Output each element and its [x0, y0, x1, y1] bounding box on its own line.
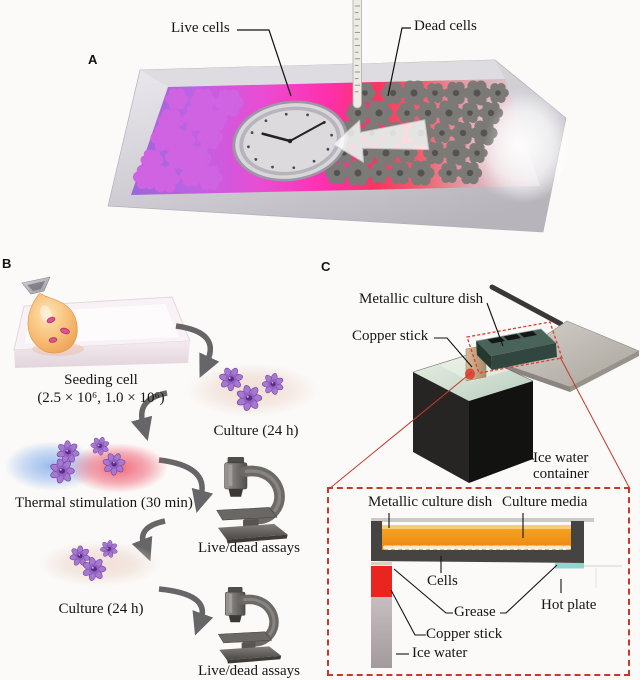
panel-a-pointer-lines	[237, 27, 411, 97]
metallic-culture-dish-3d	[475, 328, 557, 370]
workflow-illustration	[4, 276, 318, 664]
ice-water-container-label: Ice water container	[533, 450, 589, 482]
cells-layer	[383, 545, 571, 550]
clock-icon	[232, 100, 348, 182]
inset-pointer-lines	[388, 513, 562, 655]
hot-plate-surface	[555, 563, 584, 569]
dead-cells-label: Dead cells	[414, 18, 477, 34]
panel-c-label: C	[321, 259, 331, 274]
tray-back-rim	[140, 60, 505, 87]
highlight-box	[466, 321, 563, 374]
dish-lid-strip	[371, 518, 594, 522]
seeding-dish	[13, 296, 191, 368]
inset-border	[327, 487, 630, 676]
inset-culture-media-label: Culture media	[502, 494, 588, 510]
flow-arrow	[158, 586, 214, 636]
seeding-counts-label: (2.5 × 10⁶, 1.0 × 10⁶)	[37, 390, 165, 406]
flow-arrow	[131, 518, 166, 562]
cultured-cells	[186, 363, 318, 417]
hot-plate-handle	[489, 284, 564, 327]
cross-section-inset	[371, 513, 622, 668]
live-cells-label: Live cells	[171, 20, 230, 36]
inset-ice-water-label: Ice water	[412, 645, 468, 661]
flow-arrows	[130, 323, 220, 636]
grease-layer	[371, 562, 392, 566]
panel-c-pointer-lines	[434, 302, 534, 460]
inset-grease-label: Grease	[454, 604, 496, 620]
copper-stick-label: Copper stick	[352, 328, 429, 344]
thermometer-icon	[352, 0, 362, 109]
microscope-icon	[217, 457, 288, 543]
inset-connector-right	[559, 356, 631, 490]
microscope-icon	[218, 587, 281, 664]
dropper-icon	[21, 276, 78, 354]
inset-metallic-dish-label: Metallic culture dish	[368, 494, 493, 510]
flow-arrow	[158, 457, 214, 514]
flow-arrow	[175, 323, 220, 378]
culture-1-label: Culture (24 h)	[213, 423, 299, 439]
thermal-stimulated-cells	[4, 433, 168, 493]
inset-connector-left	[328, 371, 473, 490]
copper-stick-section	[371, 597, 392, 668]
panel-b-label: B	[2, 256, 12, 271]
panel-a-label: A	[88, 52, 98, 67]
flow-arrow	[130, 390, 168, 441]
culture-2-label: Culture (24 h)	[58, 601, 144, 617]
apparatus-illustration	[328, 284, 640, 490]
dish-cross-section	[371, 521, 584, 563]
inset-copper-stick-label: Copper stick	[426, 626, 503, 642]
inset-cells-label: Cells	[427, 573, 458, 589]
droplet-cells	[46, 316, 70, 343]
metallic-dish-label: Metallic culture dish	[359, 291, 484, 307]
recultured-cells	[38, 536, 162, 587]
dish-illustration	[107, 0, 574, 233]
seeding-cell-label: Seeding cell	[64, 372, 138, 388]
thermal-stimulation-label: Thermal stimulation (30 min)	[15, 495, 193, 511]
direction-arrow	[332, 119, 430, 164]
assay-1-label: Live/dead assays	[197, 540, 301, 556]
copper-stick-hot-end	[371, 566, 392, 597]
inset-hot-plate-label: Hot plate	[541, 597, 597, 613]
assay-2-label: Live/dead assays	[197, 663, 301, 679]
